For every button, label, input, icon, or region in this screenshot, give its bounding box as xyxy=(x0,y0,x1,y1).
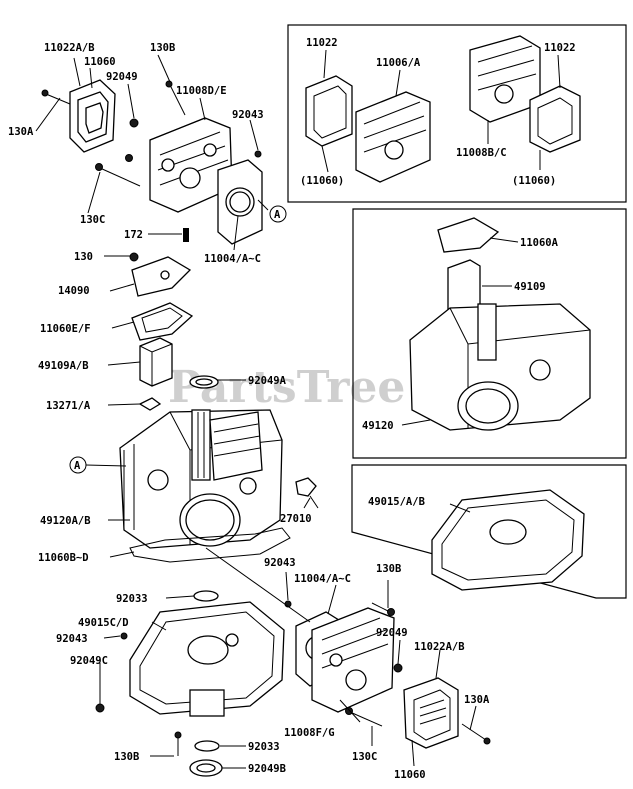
crankcase-49120ab xyxy=(119,409,283,549)
seal-92049a xyxy=(189,375,219,389)
cylinder-head-11008fg xyxy=(311,607,395,713)
washer-92049-top xyxy=(129,118,139,128)
gasket-11060a xyxy=(437,217,500,253)
label-130a-low: 130A xyxy=(464,694,490,706)
leader-lines xyxy=(35,49,561,769)
stud-172 xyxy=(183,228,189,242)
oil-sensor-27010 xyxy=(295,477,319,509)
label-box1-11006a: 11006/A xyxy=(376,57,421,69)
label-130c-top: 130C xyxy=(80,214,105,226)
label-11008fg: 11008F/G xyxy=(284,727,335,739)
label-92049a: 92049A xyxy=(248,375,287,387)
label-27010: 27010 xyxy=(280,513,312,525)
bolt-130b-mid xyxy=(371,602,395,616)
label-box1-11060-a: (11060) xyxy=(300,175,344,187)
dowel-92043-top xyxy=(254,150,262,158)
callout-a-right: A xyxy=(274,209,281,221)
part-labels: 11022A/B 11060 130B 92049 11008D/E 92043… xyxy=(8,37,576,781)
bolt-130c-low xyxy=(345,707,383,727)
label-130b-low: 130B xyxy=(114,751,139,763)
label-92043-mid: 92043 xyxy=(264,557,296,569)
label-box1-11008bc: 11008B/C xyxy=(456,147,507,159)
label-130b-mid: 130B xyxy=(376,563,401,575)
callout-circle-a-right xyxy=(269,205,287,223)
inset-box-oil-pan xyxy=(351,464,627,599)
dowel-92043-low xyxy=(120,632,128,640)
crankcase-49120 xyxy=(409,303,591,431)
bolt-130 xyxy=(129,252,139,262)
label-box2-49120: 49120 xyxy=(362,420,394,432)
label-130a-top: 130A xyxy=(8,126,34,138)
label-box2-11060a: 11060A xyxy=(520,237,559,249)
label-11060-top: 11060 xyxy=(84,56,116,68)
head-gasket-top xyxy=(217,159,263,245)
bolt-130b-low xyxy=(174,731,182,756)
gasket-11060bd xyxy=(129,527,291,563)
label-box2-49109: 49109 xyxy=(514,281,546,293)
callout-a-left: A xyxy=(74,460,81,472)
label-49015cd: 49015C/D xyxy=(78,617,129,629)
label-92049b: 92049B xyxy=(248,763,286,775)
label-92049-top: 92049 xyxy=(106,71,138,83)
label-11060bd: 11060B~D xyxy=(38,552,89,564)
label-14090: 14090 xyxy=(58,285,90,297)
label-11008de: 11008D/E xyxy=(176,85,227,97)
label-13271ab: 13271/A xyxy=(46,400,91,412)
rocker-cover-top xyxy=(69,79,116,153)
label-92043-low: 92043 xyxy=(56,633,88,645)
breather-cover-14090 xyxy=(131,256,192,297)
inset-box-crankcase xyxy=(352,208,627,459)
label-box3-49015ab: 49015/A/B xyxy=(368,496,425,508)
rocker-cover-box1-left xyxy=(305,75,353,147)
seal-92049c xyxy=(95,703,105,713)
label-box1-11022-a: 11022 xyxy=(306,37,338,49)
bolt-130a-top xyxy=(41,89,71,105)
label-49120ab: 49120A/B xyxy=(40,515,91,527)
label-11060-low: 11060 xyxy=(394,769,426,781)
label-130b-top: 130B xyxy=(150,42,175,54)
label-92033-b: 92033 xyxy=(248,741,280,753)
oil-pan-49015cd xyxy=(129,601,285,717)
label-11060ef: 11060E/F xyxy=(40,323,91,335)
rocker-cover-low xyxy=(403,677,459,749)
label-11022ab-low: 11022A/B xyxy=(414,641,465,653)
label-92033-a: 92033 xyxy=(116,593,148,605)
label-box1-11022-b: 11022 xyxy=(544,42,576,54)
label-130c-low: 130C xyxy=(352,751,377,763)
bolt-130b-top xyxy=(165,80,186,116)
label-172: 172 xyxy=(124,229,143,241)
oring-92033-a xyxy=(193,590,219,602)
label-92043-top: 92043 xyxy=(232,109,264,121)
inset-box-cylinder-heads xyxy=(287,24,627,203)
bolt-130a-low xyxy=(461,723,491,745)
label-11004ac-mid: 11004/A~C xyxy=(294,573,351,585)
breather-filter-49109ab xyxy=(139,337,173,387)
plate-13271a xyxy=(138,397,162,411)
rocker-cover-box1-right xyxy=(529,85,581,153)
cylinder-head-11006a xyxy=(355,91,431,183)
oil-pan-49015ab xyxy=(431,489,585,591)
label-92049c: 92049C xyxy=(70,655,108,667)
breather-gasket-11060ef xyxy=(131,302,194,341)
washer-92049-mid xyxy=(393,663,403,673)
nut-top xyxy=(125,154,133,162)
bolt-130c-top xyxy=(95,163,141,187)
label-49109ab: 49109A/B xyxy=(38,360,89,372)
oring-92033-b xyxy=(194,740,220,752)
label-92049-mid: 92049 xyxy=(376,627,408,639)
oil-seal-92049b xyxy=(189,759,223,777)
label-box1-11060-b: (11060) xyxy=(512,175,556,187)
label-130: 130 xyxy=(74,251,93,263)
label-11022ab-top: 11022A/B xyxy=(44,42,95,54)
label-11004ac-top: 11004/A~C xyxy=(204,253,261,265)
